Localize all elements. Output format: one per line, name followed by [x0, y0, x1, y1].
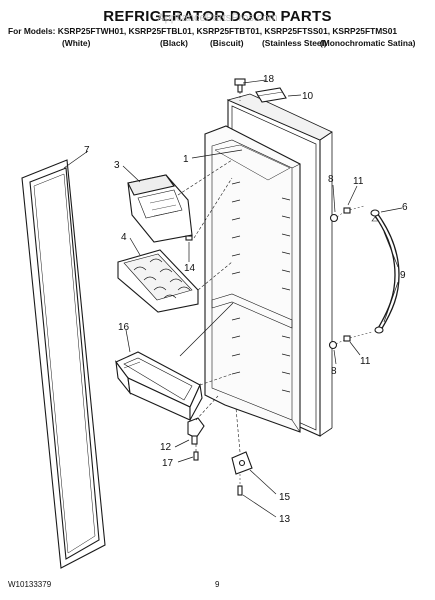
- page-title: REFRIGERATOR DOOR PARTS: [103, 8, 332, 25]
- bushing-screw: [193, 451, 199, 461]
- egg-tray: [117, 249, 199, 313]
- watermark: AppliancePartsPros.com: [157, 12, 278, 24]
- page-number: 9: [215, 580, 220, 589]
- handle-bolt-lower: [328, 339, 345, 350]
- color-white: (White): [62, 38, 91, 48]
- door-stop: [231, 451, 253, 475]
- lower-hinge-bushing: [187, 417, 205, 445]
- hinge-pin-13: [185, 235, 193, 241]
- callout-18: 18: [263, 74, 275, 85]
- callout-7: 7: [84, 145, 90, 156]
- door-liner: [204, 93, 333, 437]
- color-stainless-steel: (Stainless Steel): [262, 38, 327, 48]
- callout-9: 9: [400, 270, 406, 281]
- handle-screw-upper: [343, 205, 365, 214]
- document-number: W10133379: [8, 580, 52, 589]
- callout-8-lower: 8: [331, 366, 337, 377]
- callout-17: 17: [162, 458, 174, 469]
- handle-screw-lower: [343, 331, 373, 342]
- bin-retainer-ribs: [231, 181, 291, 393]
- door-top-trim: [255, 87, 287, 103]
- callout-8-upper: 8: [328, 174, 334, 185]
- callout-6: 6: [402, 202, 408, 213]
- callout-11-lower: 11: [360, 356, 371, 367]
- door-stop-screw: [237, 474, 243, 496]
- callout-3: 3: [114, 160, 120, 171]
- callout-14: 13: [279, 514, 291, 525]
- callout-15: 15: [279, 492, 291, 503]
- callout-10: 10: [302, 91, 314, 102]
- callout-16: 16: [118, 322, 130, 333]
- color-monochromatic-satina: (Monochromatic Satina): [320, 38, 416, 48]
- callout-4: 4: [121, 232, 127, 243]
- door-handle: [370, 209, 400, 334]
- callout-labels: 7 1 3 4 14 16 18 10 8 11 6 9 11 8 12 17 …: [84, 74, 408, 525]
- callout-13: 14: [184, 263, 196, 274]
- color-black: (Black): [160, 38, 188, 48]
- handle-bolt-upper: [329, 211, 345, 223]
- callout-leaders: [63, 79, 403, 518]
- callout-12: 12: [160, 442, 172, 453]
- assembly-lines: [177, 159, 241, 453]
- screw-top: [234, 78, 246, 101]
- callout-11-upper: 11: [353, 176, 364, 187]
- color-biscuit: (Biscuit): [210, 38, 244, 48]
- door-bin: [115, 351, 203, 421]
- models-line: For Models: KSRP25FTWH01, KSRP25FTBL01, …: [8, 26, 398, 36]
- dairy-door: [127, 174, 193, 243]
- door-gasket: [21, 159, 106, 569]
- callout-1: 1: [183, 154, 189, 165]
